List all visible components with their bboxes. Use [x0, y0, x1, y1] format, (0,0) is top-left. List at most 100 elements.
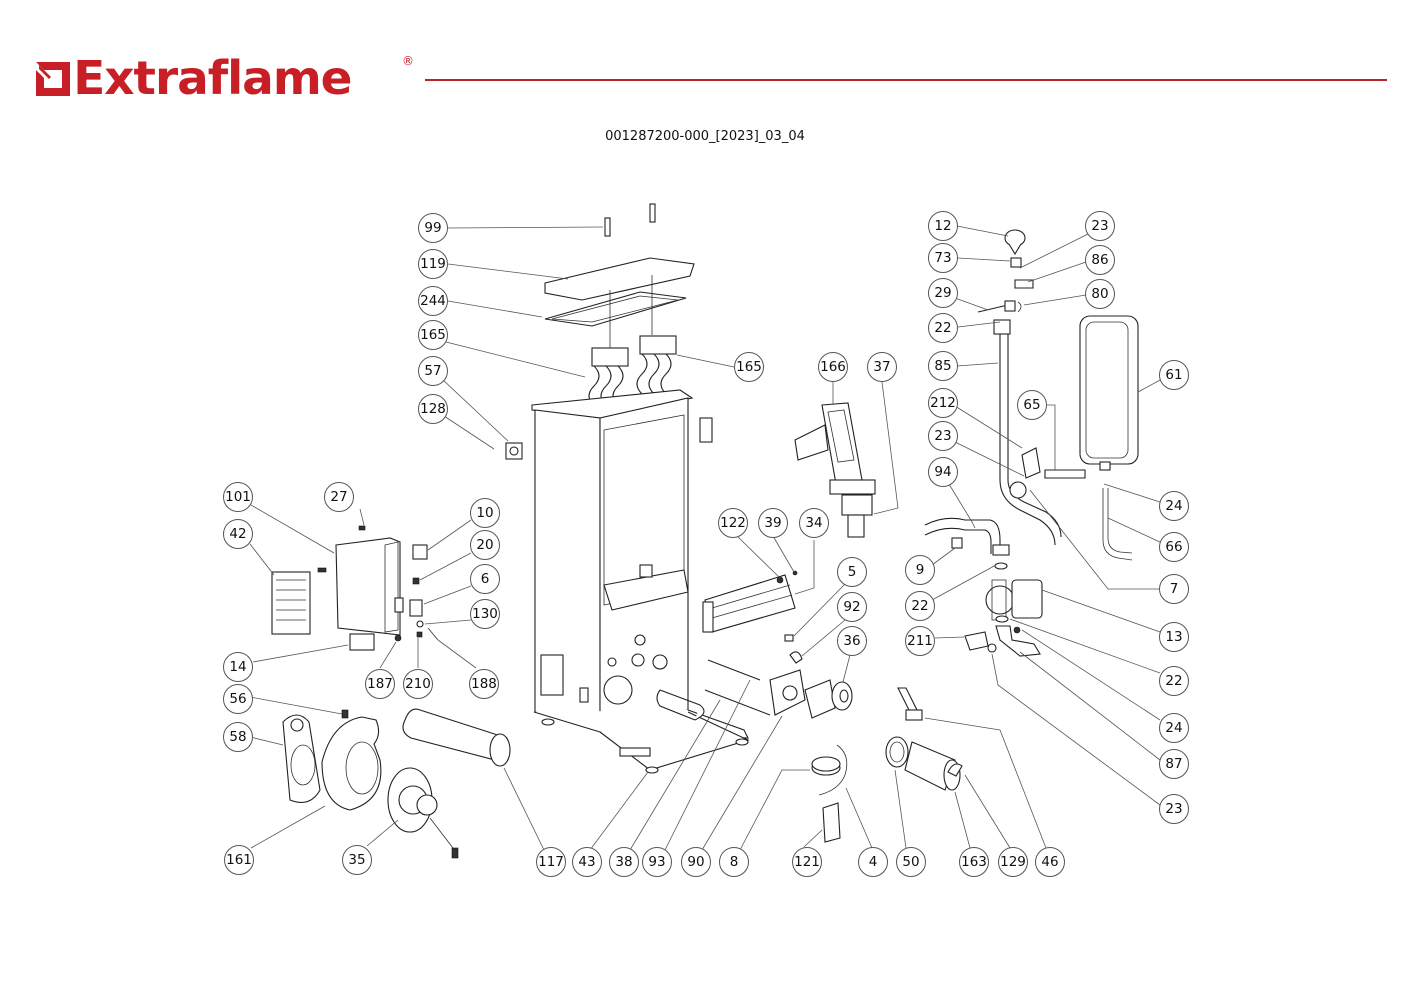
callout-210[interactable]: 210 [403, 669, 433, 699]
probe-46-part [897, 687, 919, 713]
expansion-tank-part [1079, 315, 1139, 465]
svg-text:50: 50 [902, 854, 919, 870]
callout-244[interactable]: 244 [418, 286, 448, 316]
callout-99[interactable]: 99 [418, 213, 448, 243]
callout-66[interactable]: 66 [1159, 532, 1189, 562]
fuse-holder-6-part [409, 599, 423, 617]
callout-24[interactable]: 24 [1159, 713, 1189, 743]
callout-23[interactable]: 23 [1085, 211, 1115, 241]
callout-34[interactable]: 34 [799, 508, 829, 538]
callout-50[interactable]: 50 [896, 847, 926, 877]
callout-22[interactable]: 22 [905, 591, 935, 621]
callout-20[interactable]: 20 [470, 530, 500, 560]
svg-text:165: 165 [420, 327, 446, 343]
callout-22[interactable]: 22 [928, 313, 958, 343]
callout-22[interactable]: 22 [1159, 666, 1189, 696]
callout-23[interactable]: 23 [1159, 794, 1189, 824]
callout-163[interactable]: 163 [959, 847, 989, 877]
pin-part [604, 217, 611, 237]
svg-text:57: 57 [424, 363, 441, 379]
svg-text:101: 101 [225, 489, 251, 505]
callout-5[interactable]: 5 [837, 557, 867, 587]
svg-text:86: 86 [1091, 252, 1108, 268]
callout-161[interactable]: 161 [224, 845, 254, 875]
callout-61[interactable]: 61 [1159, 360, 1189, 390]
callout-13[interactable]: 13 [1159, 622, 1189, 652]
callout-212[interactable]: 212 [928, 388, 958, 418]
bracket-92-part [789, 651, 803, 664]
callout-87[interactable]: 87 [1159, 749, 1189, 779]
svg-text:46: 46 [1041, 854, 1058, 870]
tangential-fan-part [702, 574, 796, 633]
callout-165[interactable]: 165 [418, 320, 448, 350]
callout-128[interactable]: 128 [418, 394, 448, 424]
callout-129[interactable]: 129 [998, 847, 1028, 877]
callout-90[interactable]: 90 [681, 847, 711, 877]
callout-101[interactable]: 101 [223, 482, 253, 512]
callout-119[interactable]: 119 [418, 249, 448, 279]
callout-58[interactable]: 58 [223, 722, 253, 752]
callout-27[interactable]: 27 [324, 482, 354, 512]
callout-29[interactable]: 29 [928, 278, 958, 308]
svg-text:23: 23 [934, 428, 951, 444]
callout-10[interactable]: 10 [470, 498, 500, 528]
callout-65[interactable]: 65 [1017, 390, 1047, 420]
callout-86[interactable]: 86 [1085, 245, 1115, 275]
svg-text:99: 99 [424, 220, 441, 236]
svg-text:27: 27 [330, 489, 347, 505]
svg-text:43: 43 [578, 854, 595, 870]
callout-39[interactable]: 39 [758, 508, 788, 538]
gear-motor-part [804, 679, 853, 719]
callout-57[interactable]: 57 [418, 356, 448, 386]
svg-text:24: 24 [1165, 720, 1182, 736]
callout-46[interactable]: 46 [1035, 847, 1065, 877]
callout-165[interactable]: 165 [734, 352, 764, 382]
callout-187[interactable]: 187 [365, 669, 395, 699]
svg-text:58: 58 [229, 729, 246, 745]
callout-56[interactable]: 56 [223, 684, 253, 714]
callout-80[interactable]: 80 [1085, 279, 1115, 309]
part-210 [416, 631, 423, 638]
callout-37[interactable]: 37 [867, 352, 897, 382]
callout-188[interactable]: 188 [469, 669, 499, 699]
callout-122[interactable]: 122 [718, 508, 748, 538]
callout-35[interactable]: 35 [342, 845, 372, 875]
callout-94[interactable]: 94 [928, 457, 958, 487]
callout-38[interactable]: 38 [609, 847, 639, 877]
leader-lines [249, 225, 1163, 851]
washer-22b-part [995, 615, 1009, 623]
callout-93[interactable]: 93 [642, 847, 672, 877]
svg-text:22: 22 [934, 320, 951, 336]
fan-housing-161-part [321, 716, 382, 811]
callout-92[interactable]: 92 [837, 592, 867, 622]
callout-85[interactable]: 85 [928, 351, 958, 381]
circuit-board-part [271, 571, 311, 635]
callout-36[interactable]: 36 [837, 626, 867, 656]
callout-211[interactable]: 211 [905, 626, 935, 656]
callout-6[interactable]: 6 [470, 564, 500, 594]
callout-42[interactable]: 42 [223, 519, 253, 549]
logo-mark-icon [34, 58, 72, 98]
callout-130[interactable]: 130 [470, 599, 500, 629]
callout-12[interactable]: 12 [928, 211, 958, 241]
hydraulic-parts [924, 229, 1139, 657]
callout-117[interactable]: 117 [536, 847, 566, 877]
callout-9[interactable]: 9 [905, 555, 935, 585]
igniter-sleeve-part [904, 741, 956, 791]
callout-7[interactable]: 7 [1159, 574, 1189, 604]
spring-188-part [427, 627, 439, 641]
screw-part [317, 567, 327, 573]
callout-24[interactable]: 24 [1159, 491, 1189, 521]
svg-text:22: 22 [1165, 673, 1182, 689]
boiler-body-part [531, 389, 750, 774]
svg-text:80: 80 [1091, 286, 1108, 302]
callout-166[interactable]: 166 [818, 352, 848, 382]
callout-73[interactable]: 73 [928, 243, 958, 273]
callout-4[interactable]: 4 [858, 847, 888, 877]
callout-43[interactable]: 43 [572, 847, 602, 877]
callout-8[interactable]: 8 [719, 847, 749, 877]
callout-23[interactable]: 23 [928, 421, 958, 451]
callout-121[interactable]: 121 [792, 847, 822, 877]
callout-14[interactable]: 14 [223, 652, 253, 682]
bolt-65-part [1044, 469, 1086, 479]
